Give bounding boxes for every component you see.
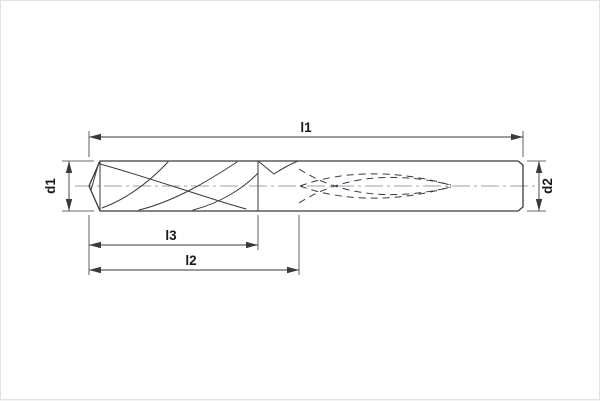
dimension-d2: d2 — [527, 160, 555, 212]
dimension-l1: l1 — [88, 120, 524, 157]
label-d1: d1 — [43, 178, 58, 194]
label-l1: l1 — [300, 120, 312, 135]
flute-runout-line — [257, 160, 299, 175]
label-l3: l3 — [165, 228, 177, 243]
label-d2: d2 — [540, 178, 555, 194]
dimension-l3: l3 — [89, 215, 259, 250]
hidden-flute-lines — [298, 168, 452, 204]
chisel-edge-line — [90, 161, 100, 191]
dimension-l2: l2 — [89, 215, 300, 275]
drill-outline — [88, 160, 524, 212]
flute-helix-lines — [99, 160, 299, 211]
label-l2: l2 — [185, 253, 196, 268]
dimension-d1: d1 — [43, 160, 94, 212]
